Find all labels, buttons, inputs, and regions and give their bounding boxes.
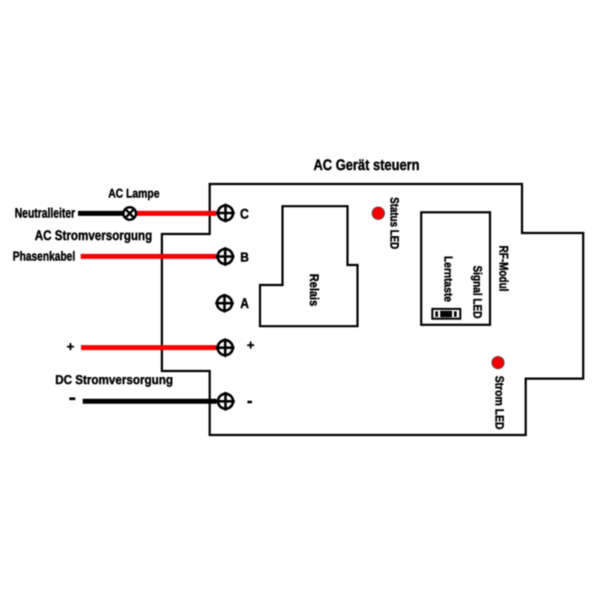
svg-text:Status LED: Status LED [387, 197, 401, 249]
svg-text:+: + [247, 338, 255, 353]
svg-text:AC Stromversorgung: AC Stromversorgung [35, 228, 152, 243]
svg-text:DC Stromversorgung: DC Stromversorgung [55, 372, 173, 387]
svg-text:Neutralleiter: Neutralleiter [15, 205, 76, 220]
svg-text:Signal LED: Signal LED [471, 265, 485, 318]
svg-text:Lerntaste: Lerntaste [441, 256, 454, 302]
svg-text:+: + [67, 339, 75, 354]
svg-text:B: B [240, 249, 249, 264]
svg-text:RF-Modul: RF-Modul [497, 246, 511, 292]
svg-text:Phasenkabel: Phasenkabel [13, 249, 75, 264]
svg-text:Strom LED: Strom LED [493, 376, 507, 430]
svg-text:Relais: Relais [307, 274, 321, 307]
svg-text:AC Lampe: AC Lampe [108, 187, 159, 201]
svg-text:A: A [240, 295, 249, 311]
svg-text:AC Gerät steuern: AC Gerät steuern [314, 157, 420, 174]
svg-text:C: C [240, 205, 249, 221]
